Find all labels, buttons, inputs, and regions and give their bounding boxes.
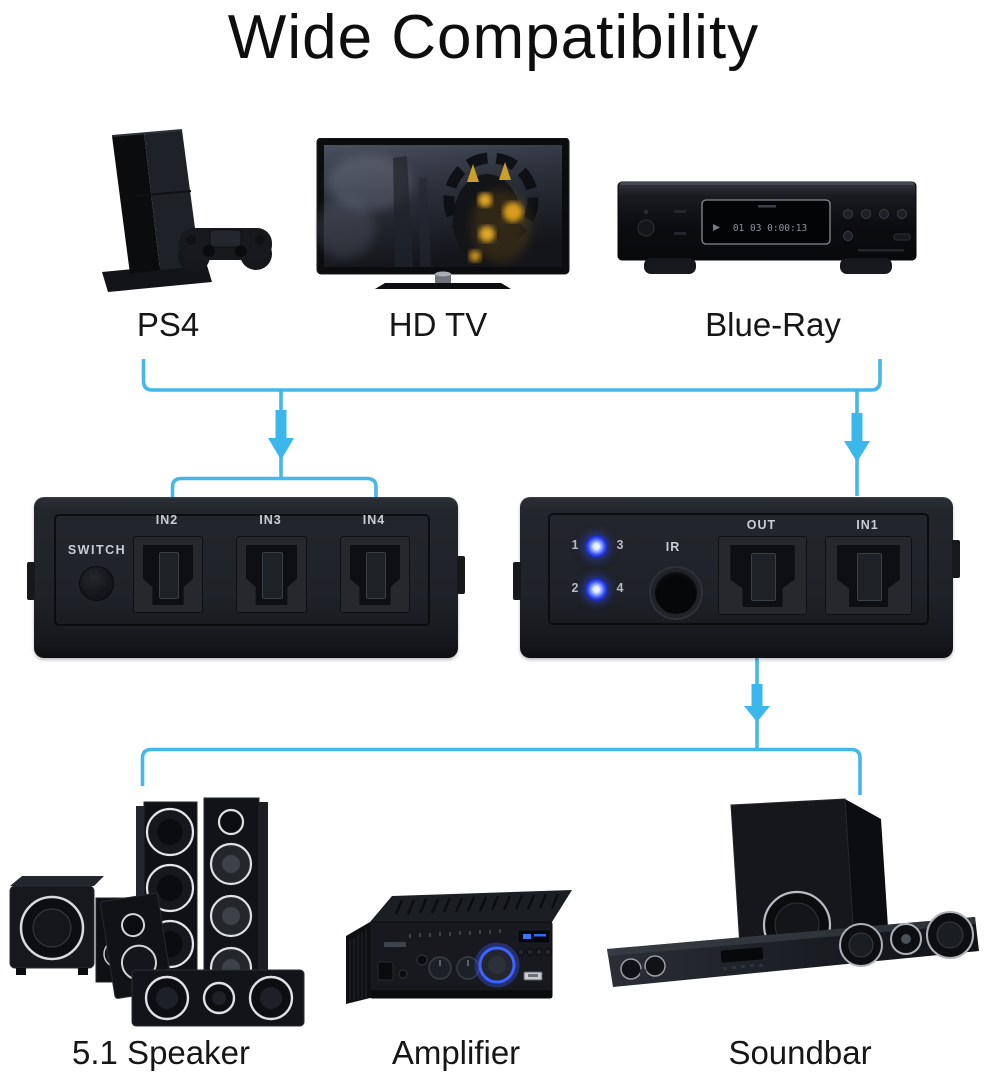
port-in4-label: IN4 <box>362 513 386 527</box>
port-in4 <box>340 536 410 613</box>
port-out <box>718 536 807 615</box>
speaker-51-label: 5.1 Speaker <box>72 1034 250 1071</box>
led-indicator-1 <box>585 535 608 558</box>
page-title: Wide Compatibility <box>227 3 760 72</box>
hdtv-label: HD TV <box>388 306 488 343</box>
input-split-bracket <box>170 476 378 497</box>
toslink-aperture <box>142 544 194 606</box>
ps4-controller <box>178 228 272 272</box>
led-label-3: 3 <box>616 538 624 552</box>
switch-front-panel: SWITCH IN2 IN3 IN4 <box>27 497 465 658</box>
blueray-image: 01 03 0:00:13 <box>617 181 917 274</box>
arrow-down-output-icon <box>744 684 770 722</box>
top-bracket-line <box>141 359 882 392</box>
toslink-door <box>365 552 387 600</box>
port-in2 <box>133 536 203 613</box>
switch-back-panel: 1 3 2 4 IR OUT IN1 <box>513 497 960 658</box>
soundbar-image <box>607 798 979 987</box>
port-in1-label: IN1 <box>856 518 879 532</box>
port-in3 <box>236 536 307 613</box>
switch-button-label: SWITCH <box>67 543 127 557</box>
led-label-1: 1 <box>571 538 579 552</box>
switch-button <box>79 566 114 601</box>
port-in3-label: IN3 <box>259 513 282 527</box>
toslink-door <box>857 552 882 601</box>
toslink-aperture <box>730 544 795 608</box>
toslink-door <box>262 552 283 600</box>
amplifier-label: Amplifier <box>391 1034 521 1071</box>
blueray-display-text: 01 03 0:00:13 <box>733 223 807 234</box>
mount-tab <box>952 540 960 578</box>
speaker-51-image <box>9 797 305 1027</box>
arrow-down-in1-icon <box>844 413 870 462</box>
toslink-aperture <box>349 544 401 606</box>
led-label-4: 4 <box>616 581 624 595</box>
blueray-label: Blue-Ray <box>705 306 841 343</box>
toslink-aperture <box>837 544 900 608</box>
port-in2-label: IN2 <box>155 513 179 527</box>
toslink-door <box>158 552 180 600</box>
toslink-door <box>750 552 777 601</box>
ps4-image <box>102 129 272 292</box>
ir-label: IR <box>665 540 681 554</box>
front-inner-panel <box>54 514 430 626</box>
mount-tab <box>513 562 521 600</box>
amplifier-image <box>346 890 572 1004</box>
back-inner-panel <box>548 513 929 625</box>
led-label-2: 2 <box>571 581 579 595</box>
port-out-label: OUT <box>746 518 777 532</box>
port-in1 <box>825 536 912 615</box>
arrow-down-inputs-icon <box>268 410 294 460</box>
hdtv-image <box>315 138 570 289</box>
soundbar-label: Soundbar <box>728 1034 872 1071</box>
ir-jack <box>651 568 701 618</box>
led-indicator-2 <box>585 578 608 601</box>
mount-tab <box>27 562 35 600</box>
toslink-aperture <box>245 544 298 606</box>
ps4-label: PS4 <box>136 306 200 343</box>
bottom-bracket-line <box>140 747 862 795</box>
mount-tab <box>457 556 465 594</box>
